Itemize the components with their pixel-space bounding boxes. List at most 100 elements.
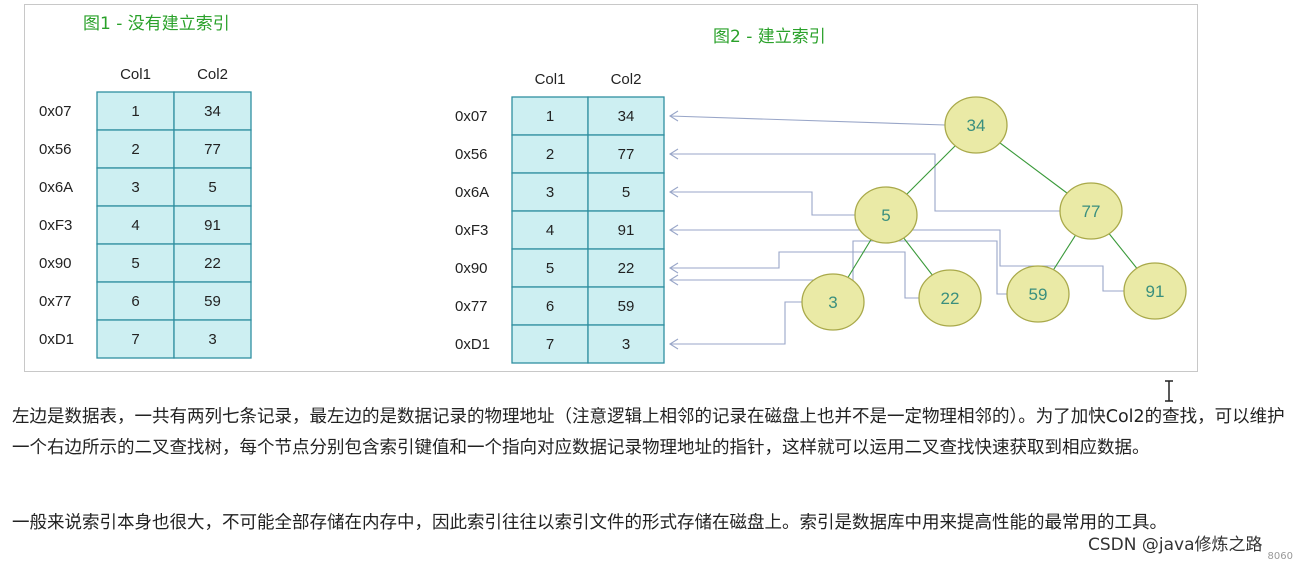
pointer-line-77 [670,153,1060,212]
tree-edge [900,233,936,280]
pointer-line-91 [670,229,1124,292]
figure2-row-address: 0x6A [455,184,489,201]
tree-edge [845,235,874,282]
tree-node-91 [1123,262,1187,320]
text-cursor-icon [1165,380,1173,402]
figure1-col-header: Col1 [120,66,151,83]
tree-node-59 [1006,265,1070,323]
figure1-cell [96,319,175,359]
pointer-arrowhead-91 [668,224,679,236]
tree-node-label: 77 [1082,202,1101,221]
figure2-cell-value: 59 [618,298,635,315]
tree-edge [994,138,1073,198]
figure1-cell-value: 22 [204,255,221,272]
tree-node-label: 59 [1029,285,1048,304]
figure2-cell [587,324,665,364]
figure1-row-address: 0x6A [39,179,73,196]
figure1-cell [173,205,252,245]
tree-node-77 [1059,182,1123,240]
figure2-cell [587,248,665,288]
pointer-line-34 [669,115,946,126]
figure2-cell [511,172,589,212]
figure2-cell [587,134,665,174]
tree-node-22 [918,269,982,327]
figure2-cell [511,324,589,364]
tree-node-label: 5 [881,206,890,225]
figure2-row-address: 0xD1 [455,336,490,353]
figure1-cell-value: 6 [131,293,139,310]
figure1-cell-value: 1 [131,103,139,120]
figure2-col-header: Col2 [611,71,642,88]
figure2-row-address: 0x07 [455,108,488,125]
figure2-cell-value: 4 [546,222,554,239]
figure1-cell-value: 3 [131,179,139,196]
figure1-cell-value: 2 [131,141,139,158]
tree-edge [1050,230,1079,275]
pointer-line-3 [670,301,802,345]
tree-node-label: 34 [967,116,986,135]
figure2-row-address: 0xF3 [455,222,488,239]
figure2-cell [511,210,589,250]
figure1-row-address: 0x56 [39,141,72,158]
figure2-cell [587,96,665,136]
description-paragraph-1: 左边是数据表，一共有两列七条记录，最左边的是数据记录的物理地址（注意逻辑上相邻的… [12,407,1285,458]
figure2-cell [587,286,665,326]
figure1-row-address: 0x77 [39,293,72,310]
figure2-cell-value: 7 [546,336,554,353]
figure1-col-header: Col2 [197,66,228,83]
figure1-cell-value: 5 [131,255,139,272]
figure2-cell-value: 34 [618,108,635,125]
pointer-arrowhead-34 [668,110,679,122]
figure1-row-address: 0x90 [39,255,72,272]
figure2-cell-value: 1 [546,108,554,125]
figure1-cell-value: 34 [204,103,221,120]
figure2-cell-value: 6 [546,298,554,315]
figure2-cell-value: 3 [546,184,554,201]
figure2-cell [587,172,665,212]
figure1-cell-value: 7 [131,331,139,348]
pointer-arrowhead-3 [668,338,679,350]
figure2-col-header: Col1 [535,71,566,88]
figure1-cell [173,319,252,359]
figure1-cell-value: 77 [204,141,221,158]
description-paragraph-2: 一般来说索引本身也很大，不可能全部存储在内存中，因此索引往往以索引文件的形式存储… [12,513,1167,533]
figure2-cell-value: 22 [618,260,635,277]
tree-node-label: 91 [1146,282,1165,301]
tree-edge [1105,229,1141,273]
figure2-cell-value: 2 [546,146,554,163]
figure1-cell [173,167,252,207]
corner-code: 8060 [1267,551,1293,562]
figure1-cell [173,281,252,321]
figure2-row-address: 0x56 [455,146,488,163]
figure1-cell [173,91,252,131]
figure1-cell-value: 91 [204,217,221,234]
pointer-line-5 [670,191,855,216]
figure2-row-address: 0x77 [455,298,488,315]
pointer-arrowhead-5 [668,186,679,198]
figure1-cell [96,91,175,131]
tree-edge [902,141,960,199]
tree-node-label: 22 [941,289,960,308]
figure1-row-address: 0xF3 [39,217,72,234]
tree-node-5 [854,186,918,244]
figure2-cell-value: 77 [618,146,635,163]
figure2-cell-value: 91 [618,222,635,239]
figure2-title: 图2 - 建立索引 [713,27,826,47]
pointer-arrowhead-77 [668,148,679,160]
figure1-title: 图1 - 没有建立索引 [83,14,230,34]
figure2-cell [587,210,665,250]
figure2-cell-value: 5 [546,260,554,277]
figure1-cell [173,129,252,169]
figure1-cell-value: 59 [204,293,221,310]
figure2-cell [511,248,589,288]
pointer-arrowhead-22 [668,262,679,274]
figure1-row-address: 0xD1 [39,331,74,348]
tree-node-34 [944,96,1008,154]
figure2-cell-value: 5 [622,184,630,201]
figure2-row-address: 0x90 [455,260,488,277]
pointer-arrowhead-59 [668,274,679,286]
figure2-cell [511,134,589,174]
tree-node-label: 3 [828,293,837,312]
